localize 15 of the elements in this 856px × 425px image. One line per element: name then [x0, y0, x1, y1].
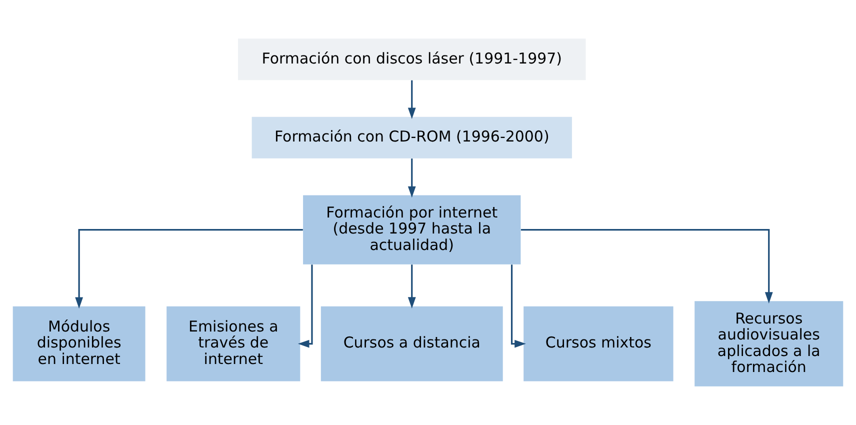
- arrow: [408, 158, 416, 198]
- node-box: Recursos audiovisuales aplicados a la formación: [694, 301, 844, 386]
- arrow: [520, 228, 773, 304]
- node-box: Módulos disponibles en internet: [12, 306, 146, 382]
- node-box: Cursos mixtos: [524, 306, 674, 382]
- arrow: [408, 264, 416, 308]
- node-box: Formación con discos láser (1991-1997): [238, 38, 586, 80]
- node-box: Emisiones a través de internet: [166, 306, 300, 382]
- arrow: [510, 264, 526, 348]
- arrow: [75, 228, 303, 309]
- node-box: Cursos a distancia: [320, 306, 503, 382]
- node-box: Formación con CD-ROM (1996-2000): [252, 116, 572, 158]
- arrow: [408, 80, 416, 120]
- arrow: [298, 264, 313, 348]
- node-box: Formación por internet (desde 1997 hasta la actualidad): [303, 195, 521, 264]
